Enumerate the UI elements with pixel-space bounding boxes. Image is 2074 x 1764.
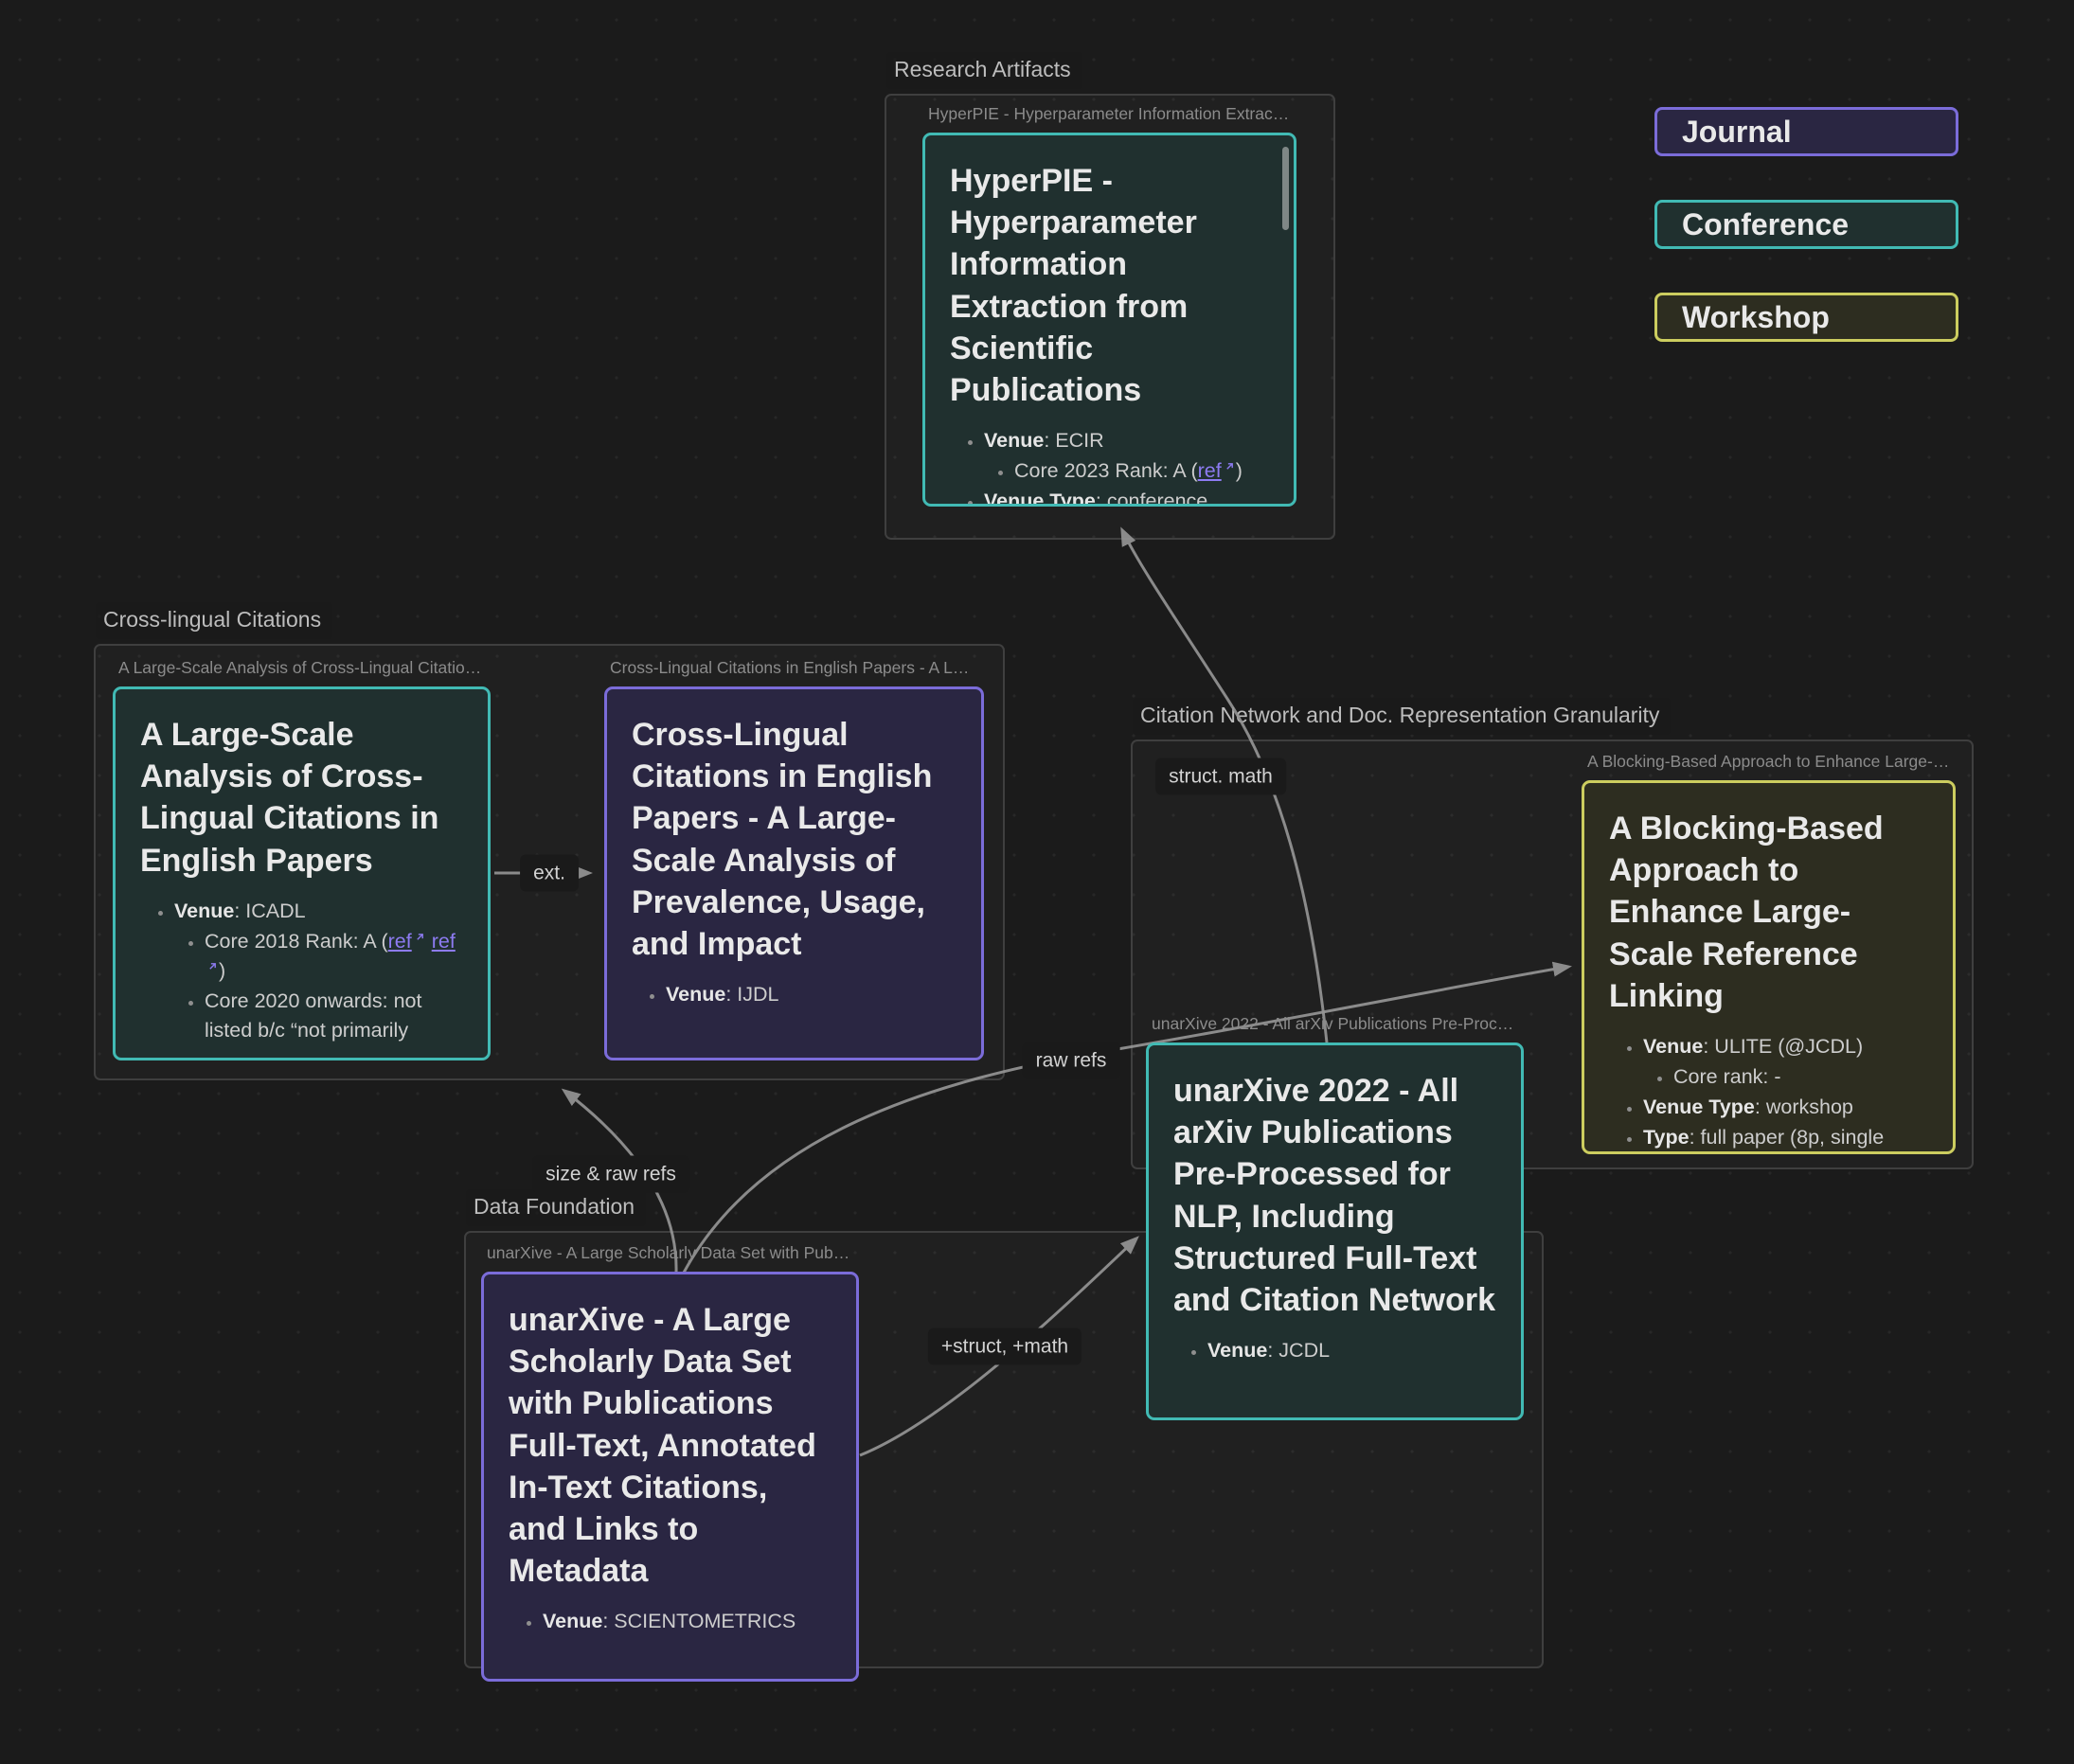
node-body: Venue: ICADL Core 2018 Rank: A (ref ref)… [140, 897, 463, 1045]
group-label-citation-network[interactable]: Citation Network and Doc. Representation… [1133, 698, 1671, 735]
edge-label-ext[interactable]: ext. [520, 855, 579, 892]
node-blocking[interactable]: A Blocking-Based Approach to Enhance Lar… [1582, 780, 1956, 1154]
node-title: unarXive 2022 - All arXiv Publications P… [1173, 1070, 1496, 1321]
node-title: unarXive - A Large Scholarly Data Set wi… [509, 1299, 831, 1592]
edge-label-size-raw-refs[interactable]: size & raw refs [532, 1156, 689, 1193]
node-body: Venue: SCIENTOMETRICS [509, 1607, 831, 1636]
node-unarxive[interactable]: unarXive - A Large Scholarly Data Set wi… [481, 1272, 859, 1682]
legend-workshop[interactable]: Workshop [1654, 293, 1958, 342]
file-title-blocking: A Blocking-Based Approach to Enhance Lar… [1587, 752, 1950, 772]
group-label-data-foundation[interactable]: Data Foundation [466, 1189, 646, 1226]
edge-label-raw-refs[interactable]: raw refs [1023, 1042, 1120, 1079]
legend-workshop-label: Workshop [1682, 300, 1830, 335]
node-cross-lingual-icadl[interactable]: A Large-Scale Analysis of Cross-Lingual … [113, 686, 491, 1060]
external-link-icon [206, 960, 219, 972]
scrollbar-thumb[interactable] [1282, 147, 1289, 230]
edge-label-plus-struct-math[interactable]: +struct, +math [928, 1328, 1082, 1365]
file-title-unarxive-2022: unarXive 2022 - All arXiv Publications P… [1152, 1014, 1518, 1034]
node-body: Venue: ULITE (@JCDL) Core rank: - Venue … [1609, 1032, 1928, 1152]
group-label-research-artifacts[interactable]: Research Artifacts [886, 52, 1082, 89]
node-body: Venue: ECIR Core 2023 Rank: A (ref) Venu… [950, 426, 1269, 507]
node-hyperpie[interactable]: HyperPIE - Hyperparameter Information Ex… [922, 133, 1296, 507]
legend-journal-label: Journal [1682, 115, 1792, 150]
node-unarxive-2022[interactable]: unarXive 2022 - All arXiv Publications P… [1146, 1042, 1524, 1420]
node-title: A Blocking-Based Approach to Enhance Lar… [1609, 808, 1928, 1017]
external-link-icon [1224, 460, 1236, 472]
legend-conference-label: Conference [1682, 207, 1849, 242]
external-link-icon [414, 931, 426, 943]
node-title: A Large-Scale Analysis of Cross-Lingual … [140, 714, 463, 882]
node-body: Venue: IJDL [632, 980, 957, 1009]
legend-conference[interactable]: Conference [1654, 200, 1958, 249]
ref-link[interactable]: ref [388, 930, 426, 953]
node-title: Cross-Lingual Citations in English Paper… [632, 714, 957, 965]
edge-label-struct-math[interactable]: struct. math [1155, 758, 1286, 795]
file-title-hyperpie: HyperPIE - Hyperparameter Information Ex… [928, 104, 1291, 124]
group-label-cross-lingual-citations[interactable]: Cross-lingual Citations [96, 602, 332, 639]
node-title: HyperPIE - Hyperparameter Information Ex… [950, 160, 1269, 411]
file-title-cross-lingual-ijdl: Cross-Lingual Citations in English Paper… [610, 658, 978, 678]
file-title-cross-lingual-icadl: A Large-Scale Analysis of Cross-Lingual … [118, 658, 485, 678]
node-cross-lingual-ijdl[interactable]: Cross-Lingual Citations in English Paper… [604, 686, 984, 1060]
file-title-unarxive: unarXive - A Large Scholarly Data Set wi… [487, 1243, 853, 1263]
legend-journal[interactable]: Journal [1654, 107, 1958, 156]
ref-link[interactable]: ref [1198, 459, 1236, 482]
node-body: Venue: JCDL [1173, 1336, 1496, 1365]
